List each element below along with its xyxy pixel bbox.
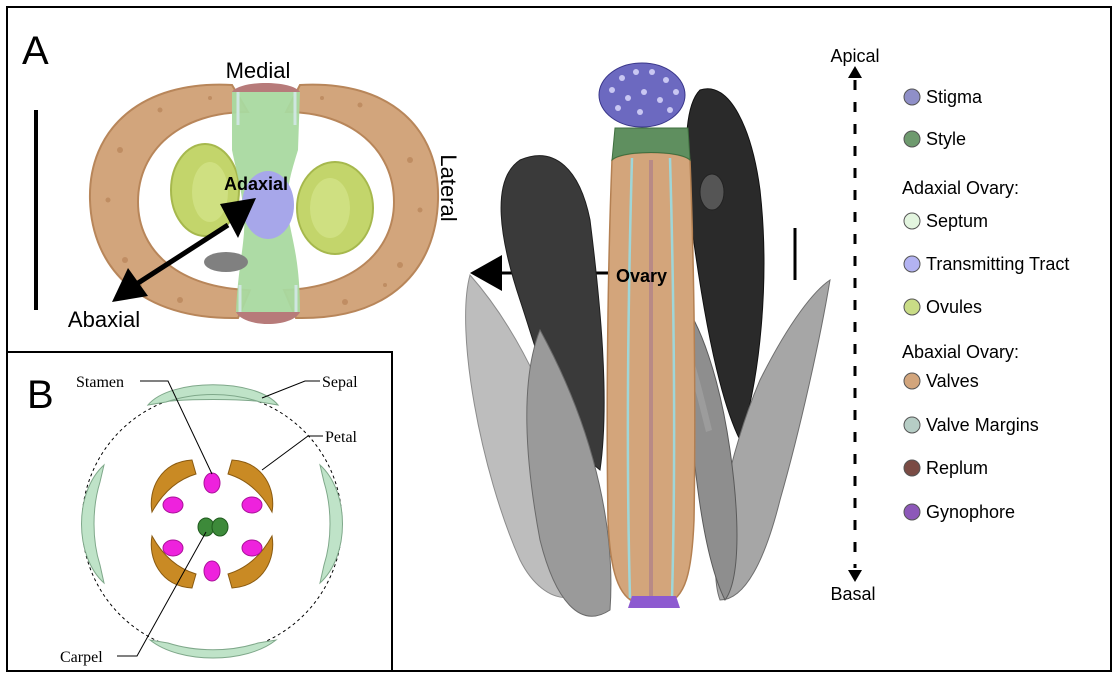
carpel-right — [212, 518, 228, 536]
panel-a-letter: A — [22, 29, 49, 73]
label-sepal: Sepal — [322, 374, 358, 391]
label-basal: Basal — [830, 584, 875, 604]
stamen-upper-left — [163, 497, 183, 513]
ovule-left-core — [192, 162, 228, 222]
legend-label: Replum — [926, 458, 988, 478]
legend-swatch — [904, 89, 920, 105]
panel-b: B Stamen Sepal Petal Carpel — [7, 352, 392, 671]
legend-swatch — [904, 373, 920, 389]
legend-swatch — [904, 299, 920, 315]
label-lateral: Lateral — [436, 154, 461, 221]
stamen-bottom — [204, 561, 220, 581]
axis-arrowhead-bottom — [848, 570, 862, 582]
label-petal: Petal — [325, 429, 358, 446]
stamen-upper-right — [242, 497, 262, 513]
legend-swatch — [904, 417, 920, 433]
legend-swatch — [904, 504, 920, 520]
stamen-lower-right — [242, 540, 262, 556]
legend-swatch — [904, 460, 920, 476]
legend-label: Septum — [926, 211, 988, 231]
legend-swatch — [904, 131, 920, 147]
legend-label: Valve Margins — [926, 415, 1039, 435]
panel-b-letter: B — [27, 373, 54, 417]
legend-label: Ovules — [926, 297, 982, 317]
apical-basal-axis: Apical Basal — [830, 46, 879, 604]
label-medial: Medial — [226, 58, 291, 83]
stamen-anther-upper — [700, 174, 724, 210]
legend-group-header: Abaxial Ovary: — [902, 342, 1019, 362]
label-carpel: Carpel — [60, 649, 103, 666]
legend-label: Gynophore — [926, 502, 1015, 522]
stigma — [599, 63, 685, 127]
legend-swatch — [904, 256, 920, 272]
legend-label: Stigma — [926, 87, 983, 107]
legend-label: Style — [926, 129, 966, 149]
label-stamen: Stamen — [76, 374, 124, 391]
replum-top — [232, 83, 300, 92]
label-ovary: Ovary — [616, 266, 667, 286]
axis-arrowhead-top — [848, 66, 862, 78]
legend-swatch — [904, 213, 920, 229]
legend-label: Valves — [926, 371, 979, 391]
gynophore — [628, 596, 680, 608]
flower-micrograph: Ovary — [466, 63, 830, 616]
label-adaxial: Adaxial — [224, 174, 288, 194]
legend-label: Transmitting Tract — [926, 254, 1069, 274]
ovule-right-core — [310, 178, 350, 238]
ovule-remnant — [204, 252, 248, 272]
label-apical: Apical — [830, 46, 879, 66]
replum-bottom — [236, 312, 300, 324]
legend-group-header: Adaxial Ovary: — [902, 178, 1019, 198]
label-abaxial: Abaxial — [68, 307, 140, 332]
stamen-lower-left — [163, 540, 183, 556]
stamen-top — [204, 473, 220, 493]
